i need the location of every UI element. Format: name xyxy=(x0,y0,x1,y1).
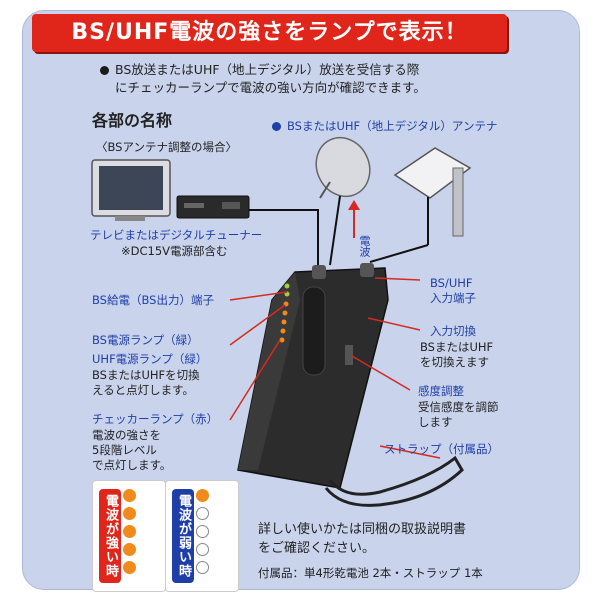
label-uhf-power-lamp: UHF電源ランプ（緑） xyxy=(92,352,208,366)
lamp-off-icon xyxy=(196,561,209,574)
signal-label: 電波 xyxy=(358,235,371,257)
input-switch-desc-2: を切換えます xyxy=(420,355,489,369)
lamp-on-icon xyxy=(123,543,136,556)
section-title: 各部の名称 xyxy=(92,111,173,130)
label-bs-power-lamp: BS電源ランプ（緑） xyxy=(92,333,199,347)
switch-desc-2: えると点灯します。 xyxy=(92,383,195,397)
label-input-terminal-1: BS/UHF xyxy=(430,276,473,290)
checker-desc-2: 5段階レベル xyxy=(92,443,157,457)
weak-lamp-column xyxy=(196,489,232,579)
tuner-icon xyxy=(176,195,250,219)
antenna-label: BSまたはUHF（地上デジタル）アンテナ xyxy=(272,119,497,134)
sensitivity-desc-1: 受信感度を調節 xyxy=(418,400,499,414)
satellite-dish-icon xyxy=(315,136,371,266)
uhf-antenna-icon xyxy=(369,147,472,263)
strong-signal-label: 電波が強い時 xyxy=(99,489,121,583)
footer-accessories: 付属品：単4形乾電池 2本・ストラップ 1本 xyxy=(258,566,483,580)
switch-desc-1: BSまたはUHFを切換 xyxy=(92,368,200,382)
lamp-on-icon xyxy=(123,561,136,574)
lamp-off-icon xyxy=(196,525,209,538)
checker-desc-3: で点灯します。 xyxy=(92,458,172,472)
lamp-on-icon xyxy=(123,489,136,502)
label-sensitivity: 感度調整 xyxy=(418,384,464,398)
lamp-on-icon xyxy=(196,489,209,502)
strong-signal-panel: 電波が強い時 xyxy=(92,480,166,592)
weak-signal-panel: 電波が弱い時 xyxy=(165,480,239,592)
label-bs-power-terminal: BS給電（BS出力）端子 xyxy=(92,293,214,307)
footer-line-2: をご確認ください。 xyxy=(258,541,376,556)
signal-arrow-icon xyxy=(348,200,360,238)
footer-line-1: 詳しい使いかたは同梱の取扱説明書 xyxy=(258,522,467,537)
bullet-icon xyxy=(272,122,281,131)
checker-desc-1: 電波の強さを xyxy=(92,428,161,442)
strong-lamp-column xyxy=(123,489,159,579)
label-input-terminal-2: 入力端子 xyxy=(430,291,476,305)
lamp-on-icon xyxy=(123,507,136,520)
tv-note: ※DC15V電源部含む xyxy=(121,244,228,258)
label-input-switch: 入力切換 xyxy=(430,324,476,338)
tv-label: テレビまたはデジタルチューナー xyxy=(90,228,263,242)
section-subtitle: 〈BSアンテナ調整の場合〉 xyxy=(96,140,238,154)
lamp-off-icon xyxy=(196,543,209,556)
weak-signal-label: 電波が弱い時 xyxy=(172,489,194,583)
tv-icon xyxy=(91,159,171,221)
banner-title: BS/UHF電波の強さをランプで表示！ xyxy=(32,14,507,52)
sensitivity-desc-2: します xyxy=(418,415,453,429)
label-strap: ストラップ（付属品） xyxy=(384,442,499,456)
intro-line-1: BS放送またはUHF（地上デジタル）放送を受信する際 xyxy=(100,62,419,77)
label-checker-lamp: チェッカーランプ（赤） xyxy=(92,412,219,426)
intro-line-2: にチェッカーランプで電波の強い方向が確認できます。 xyxy=(115,80,426,95)
bullet-icon xyxy=(100,66,109,75)
checker-device-icon xyxy=(237,263,389,489)
input-switch-desc-1: BSまたはUHF xyxy=(420,340,494,354)
lamp-off-icon xyxy=(196,507,209,520)
lamp-on-icon xyxy=(123,525,136,538)
